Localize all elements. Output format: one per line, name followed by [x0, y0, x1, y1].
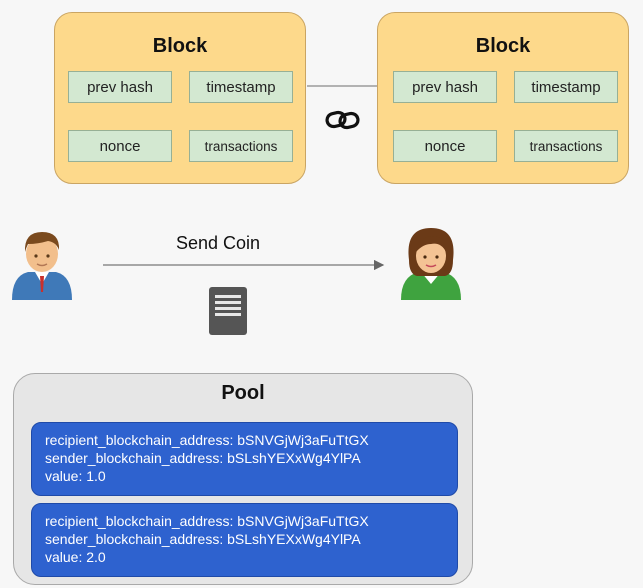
block-title: Block [152, 35, 208, 57]
male-user-icon [12, 232, 72, 300]
block-title: Block [475, 35, 531, 57]
transaction-value: value: 2.0 [45, 549, 106, 565]
link-icon [325, 110, 360, 130]
transactions-field: transactions [514, 130, 618, 162]
nonce-field: nonce [68, 130, 172, 162]
prev-hash-field: prev hash [393, 71, 497, 103]
sender-address: sender_blockchain_address: bSLshYEXxWg4Y… [45, 531, 361, 547]
transaction-value: value: 1.0 [45, 468, 106, 484]
recipient-address: recipient_blockchain_address: bSNVGjWj3a… [45, 432, 369, 448]
sender-address: sender_blockchain_address: bSLshYEXxWg4Y… [45, 450, 361, 466]
pool-title: Pool [221, 382, 265, 404]
send-coin-label: Send Coin [176, 233, 261, 253]
pool-transaction: recipient_blockchain_address: bSNVGjWj3a… [31, 503, 458, 577]
recipient-address: recipient_blockchain_address: bSNVGjWj3a… [45, 513, 369, 529]
document-icon [209, 287, 247, 335]
transactions-field: transactions [189, 130, 293, 162]
prev-hash-field: prev hash [68, 71, 172, 103]
timestamp-field: timestamp [189, 71, 293, 103]
transaction-pool: Pool recipient_blockchain_address: bSNVG… [13, 373, 473, 585]
timestamp-field: timestamp [514, 71, 618, 103]
female-user-icon [401, 228, 461, 300]
block-2: Block prev hash timestamp nonce transact… [377, 12, 629, 184]
nonce-field: nonce [393, 130, 497, 162]
block-1: Block prev hash timestamp nonce transact… [54, 12, 306, 184]
pool-transaction: recipient_blockchain_address: bSNVGjWj3a… [31, 422, 458, 496]
